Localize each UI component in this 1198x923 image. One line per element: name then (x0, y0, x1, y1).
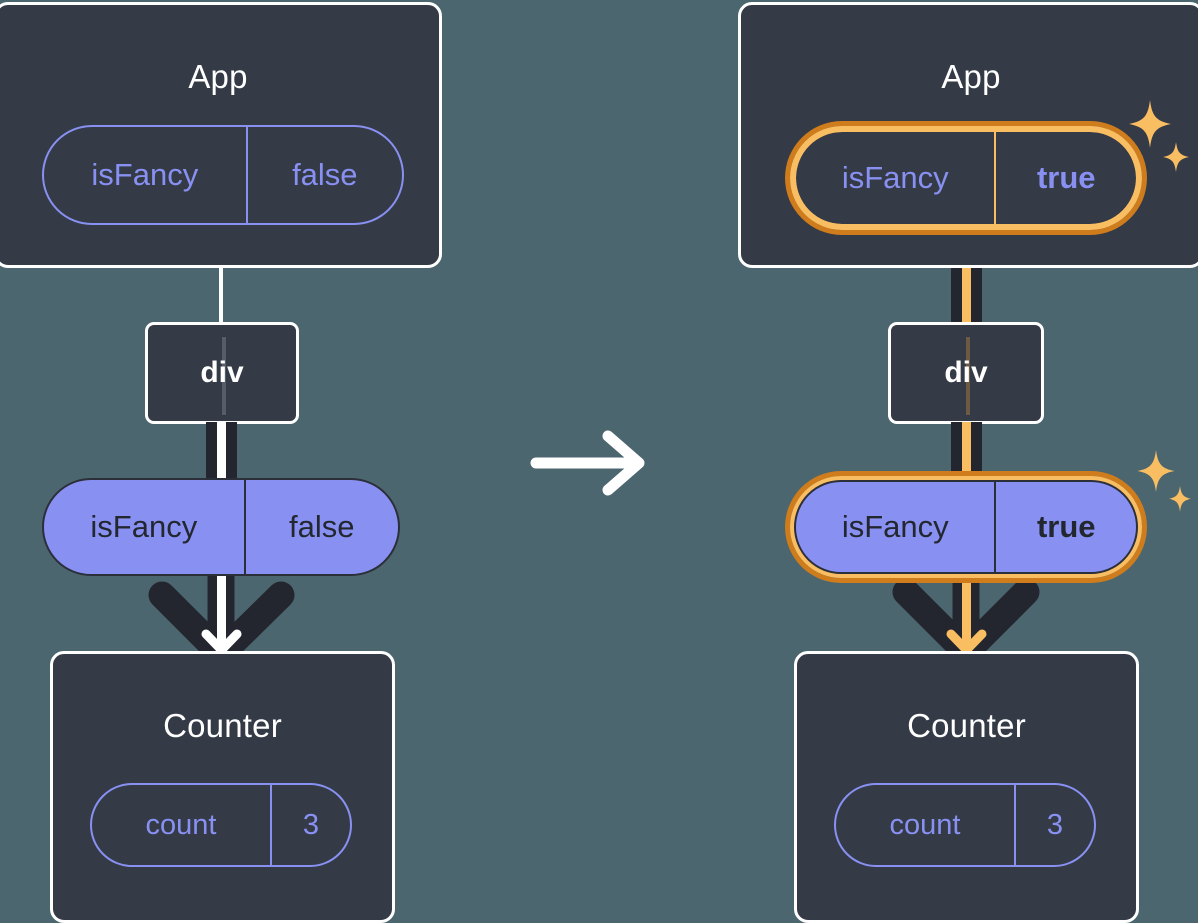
prop-pill-before: isFancy false (42, 478, 400, 576)
sparkles-icon-prop-after (1137, 450, 1191, 512)
prop-pill-before-value: false (243, 480, 398, 574)
state-pill-counter-before: count 3 (90, 783, 352, 867)
divnode-passthrough-line-after (966, 337, 970, 415)
state-pill-counter-before-key: count (145, 808, 217, 841)
state-pill-counter-after-key: count (889, 808, 961, 841)
div-node-before: div (145, 322, 299, 424)
prop-pill-before-key: isFancy (90, 509, 198, 544)
state-pill-counter-before-value: 3 (269, 785, 350, 865)
state-pill-counter-after-value: 3 (1013, 785, 1094, 865)
prop-pill-after-value: true (994, 482, 1136, 572)
state-pill-app-after-value: true (994, 132, 1136, 224)
div-node-after: div (888, 322, 1044, 424)
sparkles-icon-app-after (1129, 100, 1189, 172)
connector-app-to-div-inner-after (962, 228, 971, 328)
panel-title-counter-before: Counter (163, 707, 282, 744)
divnode-passthrough-line-before (222, 337, 226, 415)
state-pill-counter-after: count 3 (834, 783, 1096, 867)
div-node-label-after: div (944, 356, 988, 389)
panel-title-app-after: App (941, 58, 1001, 95)
connector-div-to-prop-inner-after (962, 422, 971, 484)
panel-title-counter-after: Counter (907, 707, 1026, 744)
connector-app-to-div-before (219, 266, 223, 326)
transition-arrow-icon (530, 430, 645, 496)
state-pill-app-after: isFancy true (794, 130, 1138, 226)
state-pill-app-before: isFancy false (42, 125, 404, 225)
prop-pill-after-key: isFancy (841, 509, 949, 544)
div-node-label-before: div (200, 356, 244, 389)
state-pill-app-after-key: isFancy (841, 160, 949, 195)
prop-pill-after: isFancy true (794, 480, 1138, 574)
state-pill-app-before-key: isFancy (91, 157, 199, 192)
connector-div-to-prop-inner-before (217, 422, 226, 484)
panel-title-app-before: App (188, 58, 248, 95)
state-pill-app-before-value: false (245, 127, 402, 223)
